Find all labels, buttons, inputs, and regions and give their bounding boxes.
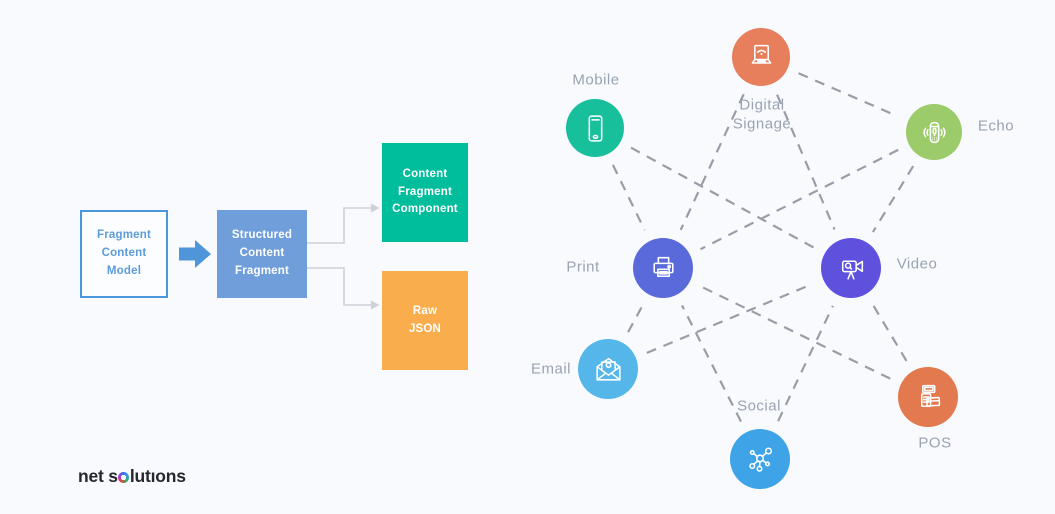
logo-o-ring-icon — [118, 472, 130, 483]
content-fragment-component-label: Content Fragment Component — [392, 167, 458, 216]
link-pos-print — [700, 285, 891, 380]
link-social-video — [777, 305, 834, 422]
link-echo-print — [700, 148, 899, 251]
net-solutions-logo: net s lutıons — [78, 466, 186, 487]
fragment-content-model-box: Fragment Content Model — [80, 210, 168, 298]
node-email — [578, 339, 638, 399]
pos-terminal-icon — [912, 381, 945, 414]
node-social — [730, 429, 790, 489]
flow-arrow — [179, 240, 211, 268]
digital-signage-icon — [745, 41, 778, 74]
connector-to-raw-json — [307, 267, 371, 306]
link-digital-signage-echo — [798, 72, 898, 118]
node-label-mobile: Mobile — [572, 71, 620, 89]
node-label-pos: POS — [918, 434, 952, 452]
share-network-icon — [744, 443, 777, 476]
raw-json-box: Raw JSON — [382, 271, 468, 370]
structured-content-fragment-box: Structured Content Fragment — [217, 210, 307, 298]
logo-text-part1: net s — [78, 466, 118, 486]
node-pos — [898, 367, 958, 427]
email-icon — [592, 353, 625, 386]
node-label-print: Print — [566, 258, 600, 276]
link-echo-video — [871, 165, 915, 233]
node-label-digital-signage: Digital Signage — [732, 96, 792, 132]
node-digital-signage — [732, 28, 790, 86]
connector-arrowhead-component — [371, 203, 380, 213]
structured-content-fragment-label: Structured Content Fragment — [231, 229, 293, 277]
content-fragment-component-box: Content Fragment Component — [382, 143, 468, 242]
node-label-video: Video — [896, 255, 938, 273]
node-video — [821, 238, 881, 298]
logo-text-part2: lutıons — [129, 466, 186, 486]
link-mobile-print — [611, 164, 646, 231]
link-email-print — [627, 304, 644, 333]
node-mobile — [566, 99, 624, 157]
fragment-content-model-label: Fragment Content Model — [97, 229, 151, 277]
link-pos-video — [871, 303, 908, 362]
video-camera-icon — [835, 252, 868, 285]
smartphone-icon — [579, 112, 612, 145]
link-mobile-video — [630, 146, 815, 249]
node-label-social: Social — [737, 397, 781, 415]
node-echo — [906, 104, 962, 160]
smart-speaker-icon — [918, 116, 951, 149]
printer-icon — [647, 252, 680, 285]
node-label-email: Email — [530, 360, 572, 378]
connector-to-component — [307, 207, 371, 244]
node-print — [633, 238, 693, 298]
link-social-print — [681, 304, 742, 423]
connector-arrowhead-raw-json — [371, 300, 380, 310]
raw-json-label: Raw JSON — [408, 304, 442, 335]
node-label-echo: Echo — [977, 117, 1015, 135]
